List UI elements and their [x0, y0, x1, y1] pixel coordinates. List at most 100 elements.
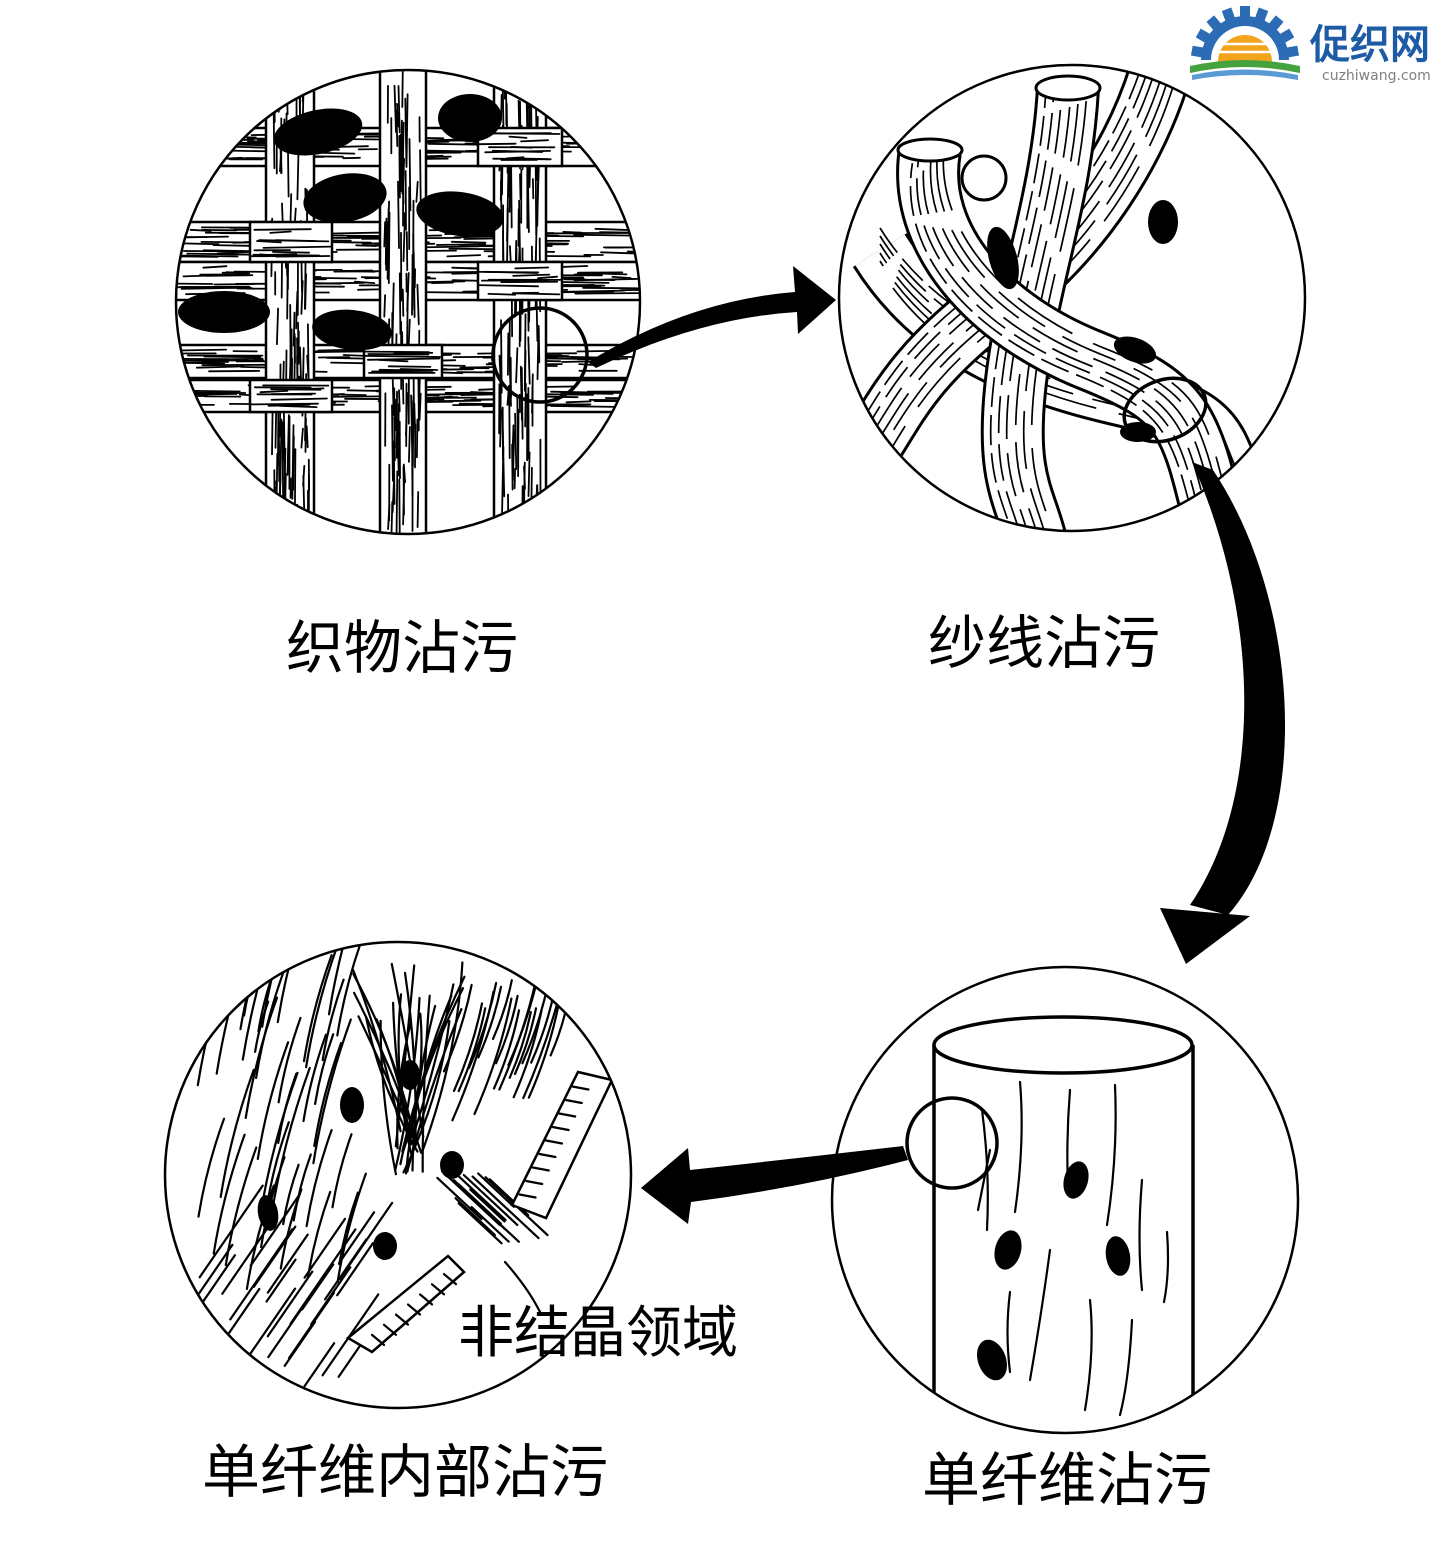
fiber-line [515, 347, 519, 384]
strip-outline [345, 1254, 466, 1354]
fibril-line [303, 1341, 336, 1388]
fiber-line [395, 470, 399, 533]
fiber-line [537, 325, 541, 364]
fiber-interior-stain-panel: 非结晶领域 单纤维内部沾污 [163, 940, 738, 1506]
fiber-line [205, 138, 255, 142]
fiber-line [419, 149, 422, 212]
stain-spot [178, 291, 270, 333]
fiber-line [203, 355, 262, 359]
fiber-line [1005, 87, 1063, 530]
site-logo[interactable]: 促织网 cuzhiwang.com [1190, 6, 1431, 84]
fiber-line [177, 241, 220, 246]
fiber-line [300, 427, 304, 449]
fibril-line [255, 969, 286, 1079]
stain-spot [1120, 422, 1156, 442]
fiber-line [408, 138, 412, 212]
fiber-line [514, 412, 518, 471]
fiber-line [205, 274, 254, 277]
weft-over-segment [248, 220, 334, 264]
fiber-line [401, 121, 405, 195]
fiber-line [460, 393, 498, 397]
fiber-line [399, 368, 439, 371]
fibril-line [406, 1008, 463, 1173]
fiber-line [514, 266, 550, 270]
stain-spot [1105, 1236, 1131, 1276]
strip-tick [564, 1098, 583, 1105]
fiber-line [405, 231, 409, 272]
logo-name: 促织网 [1309, 22, 1430, 68]
fiber-line [537, 275, 558, 280]
fibril-line [302, 1033, 327, 1123]
fibril-line [379, 1019, 397, 1176]
fiber-line [402, 465, 405, 516]
fibril-line [454, 1197, 496, 1237]
fibril-line [471, 1175, 540, 1240]
fiber-line [516, 395, 520, 469]
fibril-line [452, 1002, 484, 1092]
fiber-line [530, 466, 533, 533]
fibril-line [477, 1172, 516, 1208]
arrow-shaft [1190, 462, 1286, 915]
fiber-line [363, 350, 430, 354]
fiber-line [876, 66, 1168, 443]
fiber-line [446, 254, 482, 258]
fibril-line [470, 1205, 510, 1243]
fibril-line [314, 1033, 335, 1105]
fiber-line [272, 95, 276, 170]
fiber-line [406, 284, 409, 354]
fibril-line [457, 1183, 502, 1225]
fibril-line [276, 943, 314, 1024]
fiber-line [523, 313, 527, 392]
fibril-structure [196, 943, 614, 1388]
fabric-stain-label: 织物沾污 [286, 614, 518, 682]
arrow-head [1160, 908, 1250, 964]
fibril-line [338, 1211, 376, 1265]
stain-spot [440, 1151, 464, 1179]
fibril-line [197, 1117, 226, 1218]
fiber-line [292, 435, 295, 491]
magnifier-lens [905, 1096, 999, 1190]
fiber-line [383, 221, 387, 248]
fibril-line [404, 994, 453, 1175]
fiber-line [989, 87, 1047, 530]
amorphous-region-label: 非结晶领域 [458, 1301, 738, 1366]
fiber-line [367, 353, 430, 356]
fiber-line [1030, 87, 1088, 530]
fiber-line [216, 250, 252, 255]
warp-yarn [378, 71, 428, 533]
arrow-fabric-to-yarn [588, 266, 836, 368]
fibril-line [245, 1184, 275, 1290]
fibril-line [282, 1163, 300, 1226]
fiber-line [500, 93, 503, 118]
fiber-line [295, 503, 299, 533]
stain-spot [1113, 336, 1157, 364]
fibril-line [200, 1254, 236, 1305]
fiber-line [909, 163, 1204, 530]
yarn-stain-panel: 纱线沾污 [837, 63, 1307, 677]
fibril-line [331, 1133, 353, 1209]
fibril-line [244, 996, 279, 1119]
fiber-line [393, 84, 397, 134]
arrow-fiber-to-interior [641, 1146, 908, 1224]
weft-over-segment [476, 260, 564, 302]
fiber-line [582, 286, 639, 290]
fibril-line [352, 972, 415, 1137]
fibril-line [321, 978, 345, 1062]
fiber-line [556, 283, 606, 287]
fiber-line [259, 389, 289, 394]
strip-tick [571, 1085, 590, 1091]
fiber-line [355, 244, 377, 247]
fiber-line [510, 161, 513, 229]
fibril-line [357, 1015, 416, 1143]
panel-circle [830, 965, 1300, 1435]
fiber-line [293, 448, 297, 522]
fiber-line [505, 156, 525, 160]
gear-ring [1201, 16, 1289, 60]
fiber-line [182, 144, 230, 147]
fiber-line [390, 501, 394, 533]
fiber-body [932, 1045, 1195, 1432]
fiber-line [189, 228, 212, 232]
fiber-line [397, 85, 401, 134]
fiber-line [283, 489, 287, 527]
fiber-striation [1118, 1318, 1134, 1417]
